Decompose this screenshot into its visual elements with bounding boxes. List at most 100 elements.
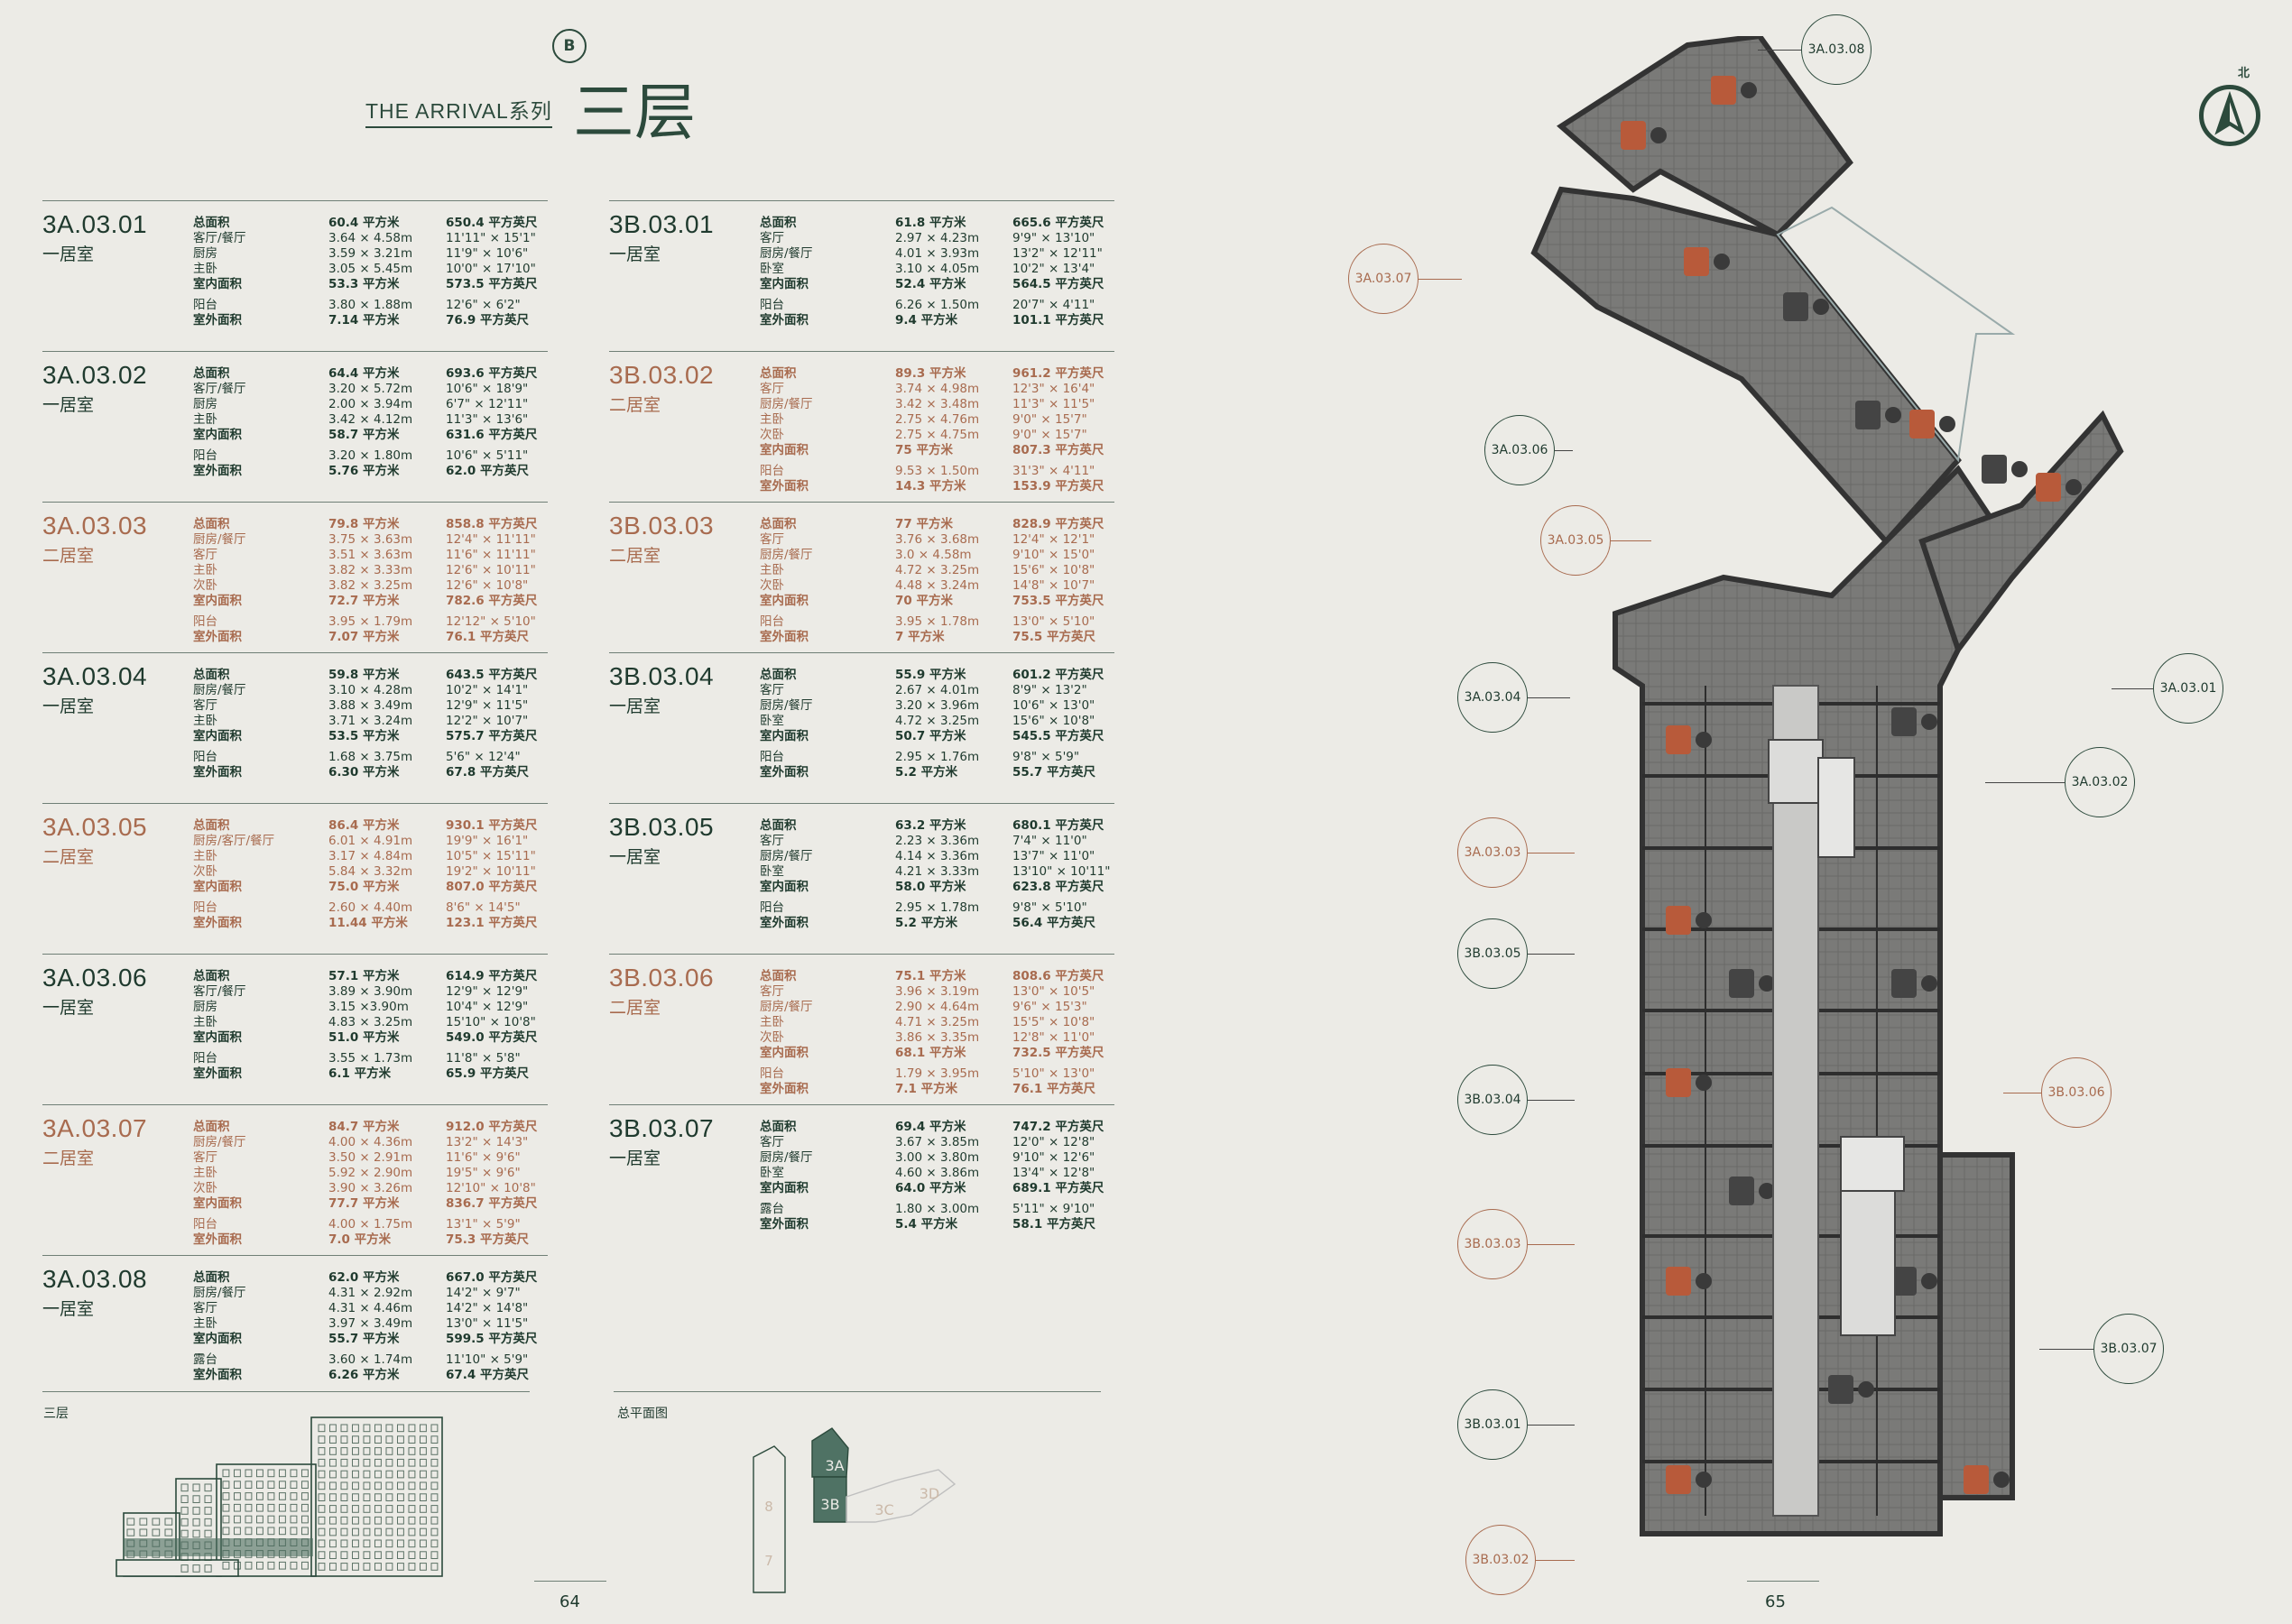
- elevation-window: [420, 1505, 427, 1513]
- table-mark: [1858, 1381, 1874, 1398]
- area-metric: 3.74 × 4.98m: [895, 382, 980, 396]
- unit-name: 3A.03.02: [42, 361, 148, 389]
- site-block-3d: 3D: [920, 1485, 940, 1502]
- unit-name: 3B.03.02: [609, 361, 715, 389]
- area-label: 阳台: [193, 614, 217, 629]
- area-metric: 3.88 × 3.49m: [328, 698, 413, 713]
- area-metric: 3.50 × 2.91m: [328, 1150, 413, 1165]
- area-metric: 3.0 × 4.58m: [895, 548, 972, 562]
- elevation-window: [363, 1424, 371, 1433]
- unit-type: 一居室: [609, 697, 661, 716]
- elevation-window: [301, 1481, 309, 1489]
- elevation-window: [363, 1435, 371, 1444]
- area-metric: 3.89 × 3.90m: [328, 984, 413, 999]
- elevation-window: [374, 1527, 382, 1536]
- area-label: 露台: [193, 1352, 217, 1367]
- area-imperial: 13'2" × 12'11": [1012, 246, 1103, 261]
- callout-leader-line: [1528, 853, 1575, 854]
- area-metric: 3.20 × 5.72m: [328, 382, 413, 396]
- elevation-window: [397, 1447, 404, 1455]
- elevation-window: [222, 1492, 230, 1500]
- area-metric: 4.72 × 3.25m: [895, 714, 980, 728]
- area-label: 次卧: [760, 1030, 784, 1045]
- area-metric: 3.82 × 3.33m: [328, 563, 413, 577]
- elevation-window: [430, 1481, 439, 1490]
- area-imperial: 13'0" × 10'5": [1012, 984, 1095, 999]
- area-metric: 2.00 × 3.94m: [328, 397, 413, 411]
- elevation-window: [385, 1505, 393, 1513]
- elevation-window: [180, 1495, 189, 1503]
- area-imperial: 753.5 平方英尺: [1012, 594, 1104, 608]
- callout-3a-03-04: 3A.03.04: [1457, 662, 1528, 733]
- area-imperial: 15'10" × 10'8": [446, 1015, 536, 1029]
- elevation-window: [397, 1435, 404, 1444]
- area-label: 总面积: [193, 1120, 230, 1134]
- area-metric: 11.44 平方米: [328, 916, 408, 930]
- elevation-window: [363, 1563, 371, 1571]
- area-metric: 9.4 平方米: [895, 313, 958, 328]
- area-label: 总面积: [760, 216, 797, 230]
- area-label: 总面积: [760, 668, 797, 682]
- callout-leader-line: [1528, 1425, 1575, 1426]
- area-label: 阳台: [760, 750, 784, 764]
- area-label: 总面积: [193, 216, 230, 230]
- furniture-mark: [1711, 76, 1736, 105]
- elevation-window: [245, 1481, 253, 1489]
- site-block-3a: 3A: [825, 1457, 844, 1474]
- area-imperial: 807.0 平方英尺: [446, 880, 538, 894]
- area-metric: 3.60 × 1.74m: [328, 1352, 413, 1367]
- elevation-window: [340, 1527, 348, 1536]
- site-block-7: 7: [764, 1553, 773, 1569]
- area-imperial: 10'0" × 17'10": [446, 262, 536, 276]
- area-metric: 2.95 × 1.76m: [895, 750, 980, 764]
- area-label: 室外面积: [193, 1066, 242, 1081]
- unit-type: 二居室: [609, 546, 661, 566]
- elevation-window: [340, 1470, 348, 1479]
- area-metric: 3.82 × 3.25m: [328, 578, 413, 593]
- unit-name: 3B.03.01: [609, 210, 715, 238]
- area-imperial: 667.0 平方英尺: [446, 1270, 538, 1285]
- area-label: 室内面积: [193, 1332, 242, 1346]
- elevation-window: [318, 1435, 326, 1444]
- elevation-window: [290, 1492, 298, 1500]
- elevation-window: [352, 1435, 359, 1444]
- area-metric: 75.1 平方米: [895, 969, 966, 983]
- area-metric: 3.42 × 4.12m: [328, 412, 413, 427]
- area-metric: 77.7 平方米: [328, 1196, 400, 1211]
- elevation-window: [279, 1481, 286, 1489]
- area-metric: 3.95 × 1.79m: [328, 614, 413, 629]
- area-imperial: 12'9" × 12'9": [446, 984, 529, 999]
- area-imperial: 11'11" × 15'1": [446, 231, 536, 245]
- area-label: 客厅: [760, 683, 784, 697]
- elevation-window: [329, 1493, 337, 1501]
- area-label: 客厅: [760, 1135, 784, 1149]
- area-imperial: 76.1 平方英尺: [446, 630, 530, 644]
- elevation-window: [363, 1505, 371, 1513]
- area-label: 主卧: [760, 412, 784, 427]
- elevation-window: [374, 1470, 382, 1479]
- area-imperial: 76.9 平方英尺: [446, 313, 530, 328]
- north-label: 北: [2238, 67, 2250, 80]
- area-metric: 5.2 平方米: [895, 765, 958, 780]
- area-label: 厨房/餐厅: [760, 1150, 813, 1165]
